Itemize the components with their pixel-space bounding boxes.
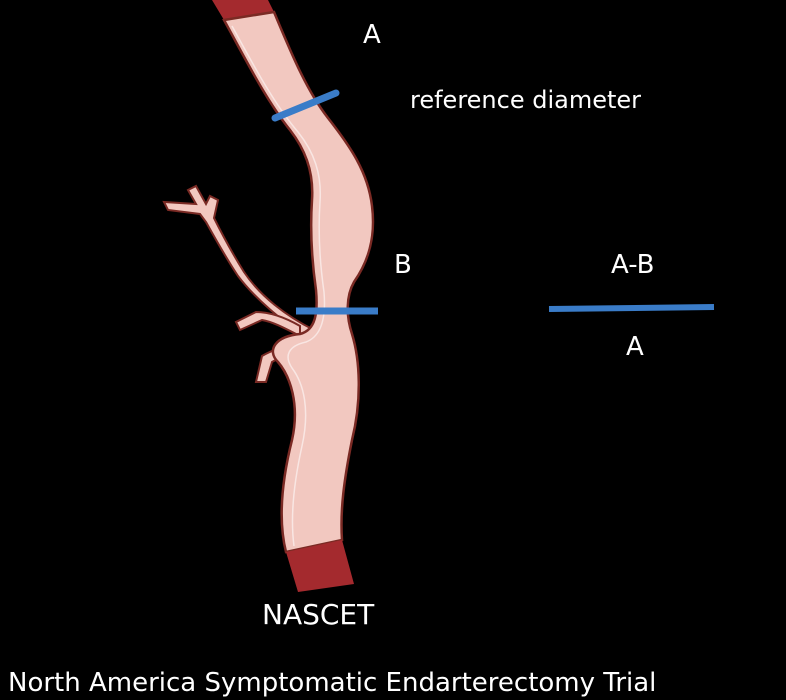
carotid-vessel	[222, 10, 375, 554]
point-b-label: B	[394, 250, 412, 280]
formula-numerator: A-B	[611, 250, 655, 280]
formula-denominator: A	[626, 332, 644, 362]
vessel-top-cut	[212, 0, 274, 20]
trial-caption: North America Symptomatic Endarterectomy…	[8, 668, 657, 698]
method-title: NASCET	[262, 598, 375, 631]
fraction-bar	[548, 304, 715, 312]
vessel-bottom-cut	[286, 540, 354, 592]
external-carotid-branch	[162, 184, 316, 340]
reference-diameter-line	[271, 89, 340, 122]
reference-diameter-label: reference diameter	[410, 86, 642, 114]
point-a-label: A	[363, 20, 381, 50]
vessel-inner-wall	[231, 25, 326, 547]
external-carotid-sub-branch	[234, 310, 301, 338]
